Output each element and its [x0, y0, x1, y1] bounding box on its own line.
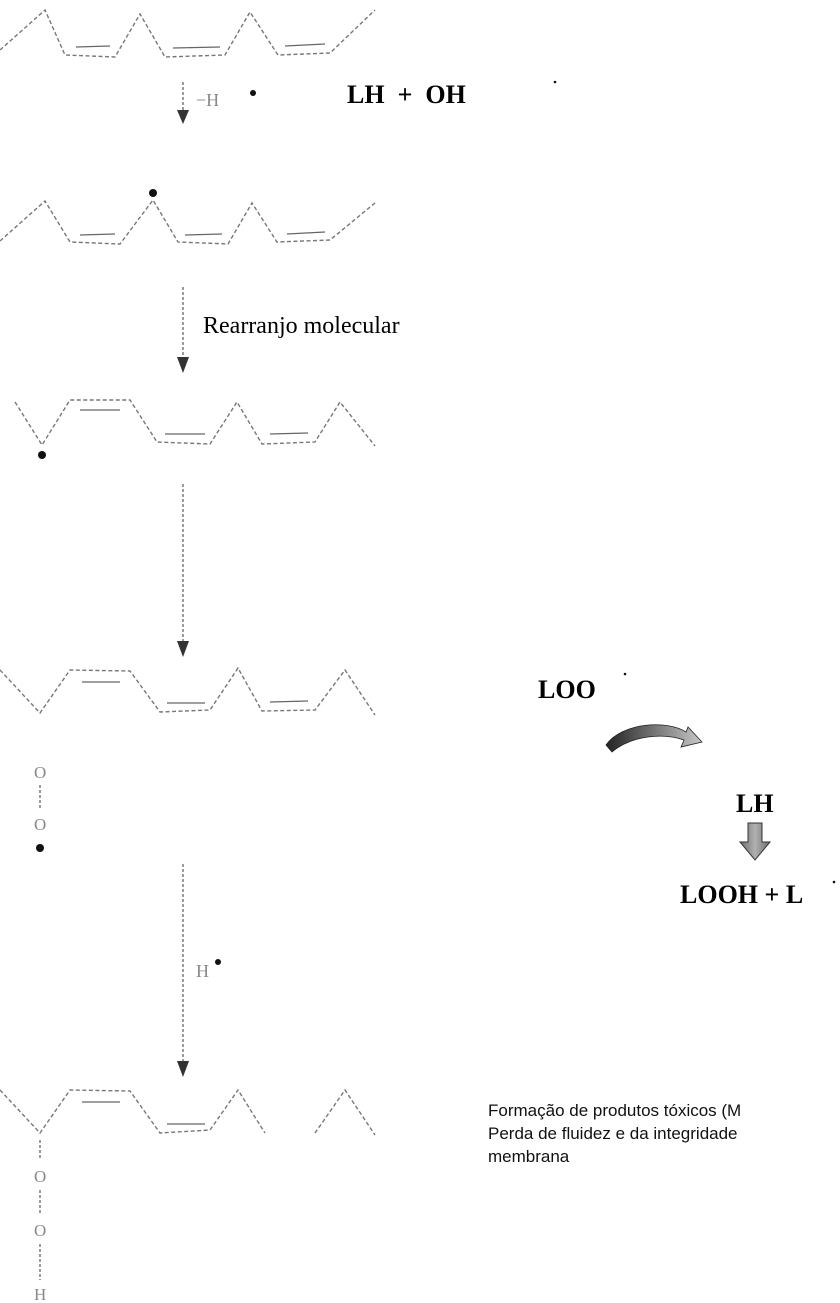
molecule-4-radical-dot: [36, 844, 44, 852]
molecule-3-radical-dot: [38, 451, 46, 459]
molecule-2-double-bond-2: [184, 233, 223, 236]
molecule-3-chain: [14, 399, 376, 447]
molecule-1-double-bond-3: [284, 43, 326, 47]
step1-equation: LH + OH: [347, 80, 466, 109]
arrow-4: [177, 864, 189, 1077]
molecule-3: [14, 399, 376, 459]
molecule-2-double-bond-1: [79, 233, 116, 236]
molecule-2: [0, 189, 376, 245]
molecule-5-oxygen-2: O: [34, 1221, 46, 1240]
molecule-4-oxygen-2: O: [34, 815, 46, 834]
arrow-3: [177, 484, 189, 657]
molecule-5-oxygen-1: O: [34, 1167, 46, 1186]
loo-label: LOO: [538, 675, 596, 704]
molecule-4-chain: [0, 666, 376, 716]
step2-label: Rearranjo molecular: [203, 313, 400, 339]
molecule-3-double-bond-3: [269, 432, 309, 435]
step1-reagent: −H: [196, 90, 219, 110]
molecule-2-radical-dot: [149, 189, 157, 197]
arrow-2: [177, 287, 189, 373]
step4-reagent: H: [196, 961, 209, 981]
lh-label: LH: [736, 789, 774, 818]
molecule-5-chain-tail: [314, 1088, 376, 1136]
molecule-1: [0, 8, 376, 58]
block-arrow-down-icon: [738, 822, 772, 861]
l-radical-dot: [832, 880, 836, 884]
looh-label: LOOH + L: [680, 880, 803, 909]
radical-dot-h: [250, 90, 256, 96]
molecule-5: [0, 1088, 376, 1160]
molecule-4-double-bond-3: [269, 700, 309, 703]
result-line-1: Formação de produtos tóxicos (M: [488, 1101, 741, 1120]
radical-dot-oh: [553, 80, 557, 84]
molecule-2-double-bond-3: [286, 231, 326, 235]
step4-radical-dot: [215, 959, 221, 965]
molecule-1-chain: [0, 8, 376, 58]
molecule-2-chain: [0, 198, 376, 245]
molecule-4-oxygen-1: O: [34, 763, 46, 782]
molecule-4: [0, 666, 376, 716]
loo-radical-dot: [623, 672, 627, 676]
molecule-5-hydrogen: H: [34, 1285, 46, 1303]
arrow-1: [177, 82, 189, 124]
result-line-2: Perda de fluidez e da integridade: [488, 1124, 738, 1143]
result-line-3: membrana: [488, 1147, 570, 1166]
curved-arrow-icon: [605, 724, 703, 753]
molecule-1-double-bond-1: [75, 45, 111, 48]
molecule-1-double-bond-2: [172, 46, 221, 49]
molecule-5-chain: [0, 1088, 266, 1135]
